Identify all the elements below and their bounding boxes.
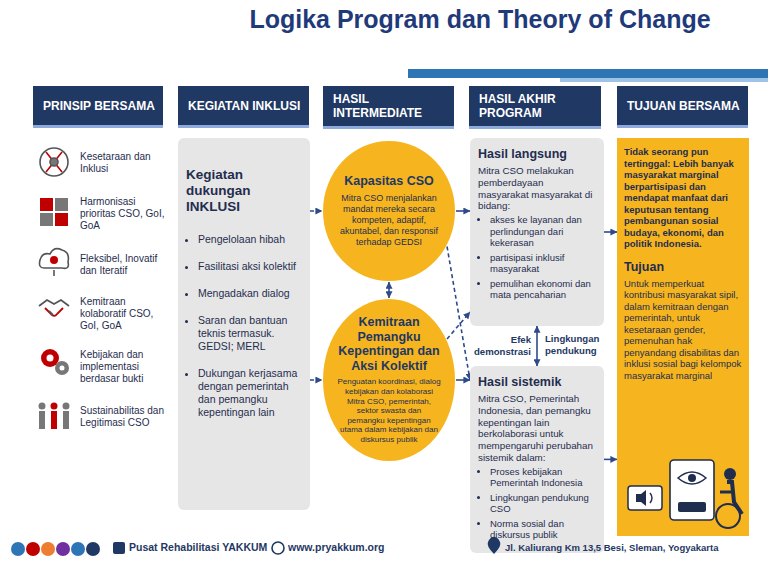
goal-box: Tidak seorang pun tertinggal: Lebih bany… xyxy=(617,138,749,536)
outcome-circle: Kemitraan Pemangku Kepentingan dan Aksi … xyxy=(322,298,456,462)
connector-arrow xyxy=(536,326,538,366)
connector-arrow xyxy=(310,379,322,381)
bullet-text: Norma sosial dan diskursus publik xyxy=(490,518,596,541)
bullet-text: Lingkungan pendukung CSO xyxy=(490,492,596,515)
result-box: Hasil langsungMitra CSO melakukan pember… xyxy=(470,138,604,326)
bullet-list: Proses kebijakan Pemerintah IndonesiaLin… xyxy=(478,466,596,541)
facebook-icon xyxy=(113,542,125,554)
equality-icon xyxy=(40,148,68,176)
body-text: Tidak seorang pun tertinggal: Lebih bany… xyxy=(624,146,742,250)
connector-arrow xyxy=(604,459,617,461)
bullet-text: partisipasi inklusif masyarakat xyxy=(490,252,596,275)
diagram-title: Logika Program dan Theory of Change xyxy=(200,2,760,36)
circle-content: Kapasitas CSO Mitra CSO menjalankan manda… xyxy=(337,174,441,248)
heading-text: Kegiatan dukungan INKLUSI xyxy=(186,167,302,215)
heading-text: HASIL INTERMEDIATE xyxy=(333,92,446,120)
bullet-text: Mengadakan dialog xyxy=(198,287,302,300)
bullet-text: Fasilitasi aksi kolektif xyxy=(198,260,302,273)
heading-text: HASIL AKHIR PROGRAM xyxy=(479,92,593,120)
connector-arrow xyxy=(447,312,470,339)
column-header: HASIL INTERMEDIATE xyxy=(323,86,454,129)
circle-content: Kemitraan Pemangku Kepentingan dan Aksi … xyxy=(337,315,441,444)
footer-text: www.pryakkum.org xyxy=(288,541,428,554)
heading-text: Tujuan xyxy=(624,260,742,275)
bullet-text: akses ke layanan dan perlindungan dari k… xyxy=(490,214,596,249)
column-header: HASIL AKHIR PROGRAM xyxy=(469,86,601,129)
top-band xyxy=(408,69,768,78)
principle-label: Sustainabilitas dan Legitimasi CSO xyxy=(80,405,172,429)
connector-arrow xyxy=(604,231,617,233)
bullet-list: akses ke layanan dan perlindungan dari k… xyxy=(478,214,596,301)
bullet-text: Pengelolaan hibah xyxy=(198,233,302,246)
connector-arrow xyxy=(310,210,322,212)
principle-label: Kesetaraan dan Inklusi xyxy=(80,151,172,175)
bullet-text: pemulihan ekonomi dan mata pencaharian xyxy=(490,278,596,301)
people-icon xyxy=(39,403,70,430)
connector-arrow xyxy=(388,282,390,298)
heading-text: Kemitraan Pemangku Kepentingan dan Aksi … xyxy=(337,315,441,373)
connector-arrow xyxy=(456,379,470,381)
heading-text: PRINSIP BERSAMA xyxy=(43,99,155,113)
bullet-list: Pengelolaan hibahFasilitasi aksi kolekti… xyxy=(186,233,302,419)
heading-text: Kapasitas CSO xyxy=(337,174,441,189)
top-band-light xyxy=(560,78,768,82)
circle-fill xyxy=(323,141,455,281)
partner-logos xyxy=(11,542,100,556)
principle-label: Kemitraan kolaboratif CSO, GoI, GoA xyxy=(80,296,172,332)
connector-arrow xyxy=(456,210,470,212)
body-text: Mitra CSO, Pemerintah Indonesia, dan pem… xyxy=(478,393,596,464)
activity-box: Kegiatan dukungan INKLUSI Pengelolaan hib… xyxy=(178,138,310,510)
footer-text: Jl. Kaliurang Km 13,5 Besi, Sleman, Yogy… xyxy=(505,541,755,554)
column-header: KEGIATAN INKLUSI xyxy=(178,86,309,128)
bullet-text: Saran dan bantuan teknis termasuk. GEDSI… xyxy=(198,314,302,353)
footer-text: Pusat Rehabilitasi YAKKUM xyxy=(129,541,279,554)
edge-side-label: Lingkungan pendukung xyxy=(545,333,603,356)
edge-label: Efek demonstrasi xyxy=(469,334,531,357)
body-text: Mitra CSO melakukan pemberdayaan masyara… xyxy=(478,165,596,212)
handshake-icon xyxy=(39,300,69,316)
heading-text: Hasil langsung xyxy=(478,147,596,162)
heading-text: KEGIATAN INKLUSI xyxy=(188,99,300,113)
heading-text: TUJUAN BERSAMA xyxy=(627,99,740,113)
result-box: Hasil sistemikMitra CSO, Pemerintah Indo… xyxy=(470,366,604,553)
bullet-text: Proses kebijakan Pemerintah Indonesia xyxy=(490,466,596,489)
body-text: Penguatan koordinasi, dialog kebijakan d… xyxy=(337,377,441,444)
principle-label: Fleksibel, Inovatif dan Iteratif xyxy=(80,253,172,277)
bullet-text: Dukungan kerjasama dengan pemerintah dan… xyxy=(198,367,302,419)
outcome-circle: Kapasitas CSO Mitra CSO menjalankan manda… xyxy=(322,140,456,282)
column-header: TUJUAN BERSAMA xyxy=(617,86,748,128)
globe-icon xyxy=(272,542,284,554)
body-text: Mitra CSO menjalankan mandat mereka seca… xyxy=(337,193,441,248)
idea-icon xyxy=(40,249,69,276)
heading-text: Hasil sistemik xyxy=(478,375,596,390)
gears-icon xyxy=(41,349,69,375)
puzzle-icon xyxy=(40,198,68,226)
principle-label: Harmonisasi prioritas CSO, GoI, GoA xyxy=(80,196,172,232)
body-text: Untuk memperkuat kontribusi masyarakat s… xyxy=(624,278,742,382)
circle-fill xyxy=(323,299,455,461)
column-header: PRINSIP BERSAMA xyxy=(33,86,163,128)
principle-label: Kebijakan dan implementasi berdasar bukt… xyxy=(80,349,172,385)
